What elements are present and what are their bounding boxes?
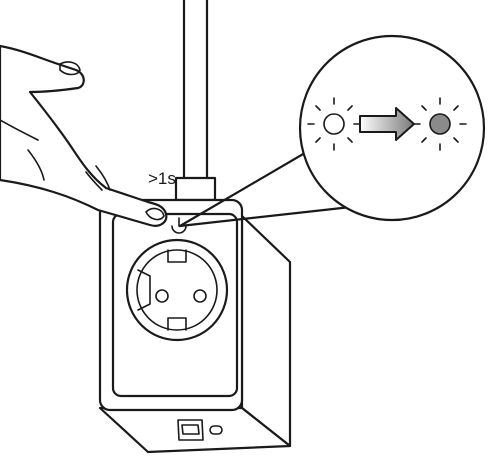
power-cable [174,0,217,202]
power-button-icon [171,217,187,234]
hand-pointing [0,44,168,227]
light-on-icon [413,97,467,151]
usb-ports [177,419,223,441]
smart-plug-device [98,198,292,454]
press-duration-label: >1s [148,169,176,188]
arrow-right-icon [359,107,415,141]
light-off-icon [307,97,361,151]
socket-outlet [125,238,229,342]
zoom-callout [178,34,486,228]
